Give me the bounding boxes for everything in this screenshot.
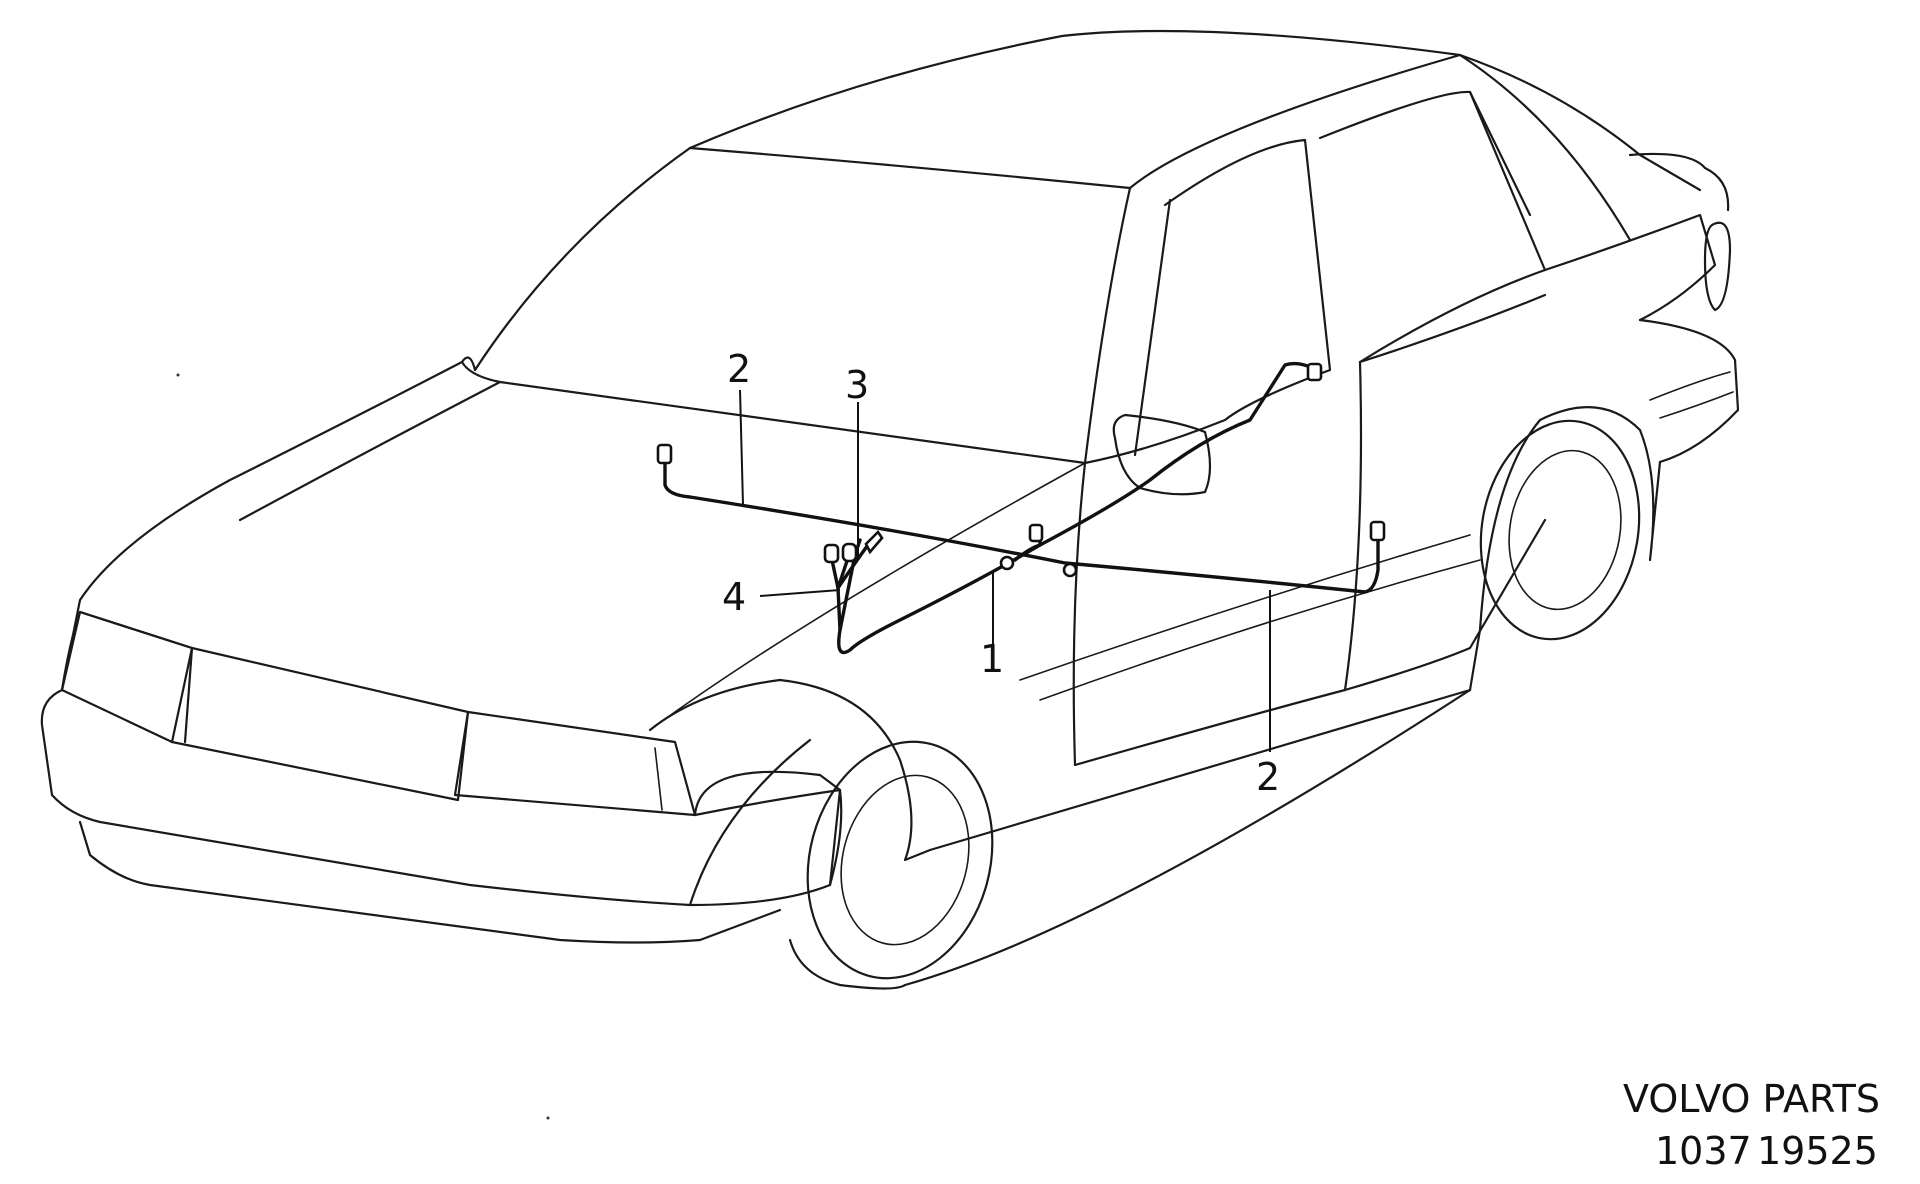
connector (1028, 523, 1044, 543)
callout-1: 1 (980, 637, 1004, 681)
connector (864, 529, 884, 555)
connector (1369, 520, 1386, 542)
callouts: 2 3 4 1 2 (722, 347, 1280, 799)
connector (656, 443, 673, 465)
callout-2-front: 2 (727, 347, 751, 391)
callout-4: 4 (722, 575, 746, 619)
leader-lines (739, 389, 1271, 752)
footer-code-left: 1037 (1655, 1129, 1752, 1173)
callout-2-side: 2 (1256, 755, 1280, 799)
connector (1062, 562, 1078, 578)
callout-3: 3 (845, 363, 869, 407)
harness-1 (837, 361, 1322, 655)
footer-brand: VOLVO PARTS (1623, 1077, 1880, 1121)
connector (841, 542, 858, 563)
connector (999, 555, 1015, 571)
car-outline (40, 29, 1740, 990)
harness-2-main (663, 458, 1380, 594)
connector (1306, 362, 1323, 382)
footer-code-right: 19525 (1757, 1129, 1878, 1173)
footer-ref: VOLVO PARTS 1037 19525 (1623, 1077, 1880, 1173)
wiring-harness (656, 361, 1386, 655)
connector (823, 543, 840, 564)
